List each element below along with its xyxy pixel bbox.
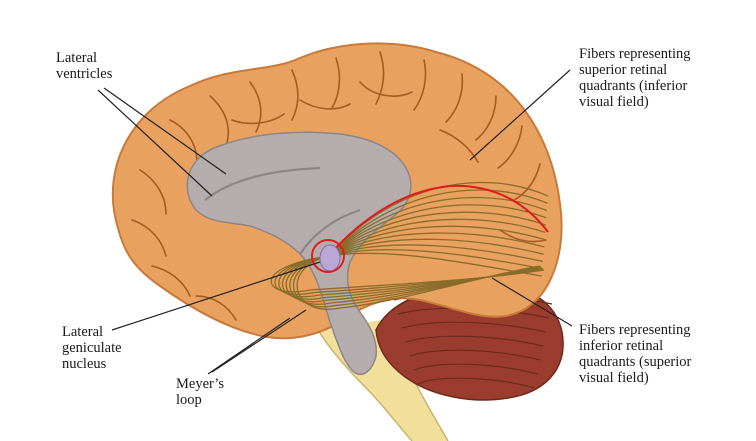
- optic-radiation-fiber: [329, 232, 545, 257]
- optic-radiation-fiber: [329, 244, 544, 263]
- leader-lgn: [111, 261, 321, 331]
- leader-superior-fibers: [469, 69, 571, 161]
- sulcus: [331, 57, 341, 109]
- leader-meyer-2: [211, 309, 307, 373]
- sulcus: [195, 295, 237, 321]
- sulcus: [299, 99, 351, 110]
- optic-radiation-fiber: [329, 238, 544, 257]
- sulcus: [131, 219, 167, 257]
- optic-radiation-fiber: [329, 204, 547, 257]
- sulcus: [249, 81, 262, 133]
- meyers-loop-fiber: [296, 255, 541, 310]
- leader-lines: [97, 69, 573, 375]
- cerebellum-folium: [413, 363, 538, 375]
- cerebellum-folium: [401, 321, 547, 333]
- cortical-sulci: [131, 51, 547, 321]
- leader-meyer-1: [207, 317, 291, 375]
- optic-radiation-fiber: [329, 249, 543, 270]
- sulcus: [445, 73, 464, 123]
- sulcus: [139, 169, 167, 215]
- cerebellum-folium: [405, 335, 544, 347]
- sulcus: [475, 95, 497, 141]
- sulcus: [499, 229, 547, 243]
- sulcus: [359, 81, 413, 97]
- leader-ventricles-2: [103, 87, 227, 175]
- sulcus: [151, 265, 191, 297]
- sulcus: [413, 59, 427, 111]
- sulcus: [291, 69, 299, 121]
- leader-inferior-fibers: [491, 277, 573, 327]
- optic-radiation-fiber: [329, 196, 548, 257]
- ventricle-shading: [204, 166, 361, 255]
- optic-radiation-fiber: [329, 189, 548, 257]
- highlighted-pathway: [329, 184, 549, 255]
- sulcus: [497, 125, 523, 169]
- optic-radiation-fibers: [270, 181, 549, 310]
- lgn-highlight-circle: [311, 239, 345, 273]
- label-inferior-retinal-fibers: Fibers representing inferior retinal qua…: [579, 322, 692, 386]
- sulcus: [513, 163, 541, 201]
- optic-radiation-fiber: [329, 218, 546, 257]
- label-lateral-ventricles: Lateral ventricles: [56, 50, 113, 82]
- sulcus: [439, 129, 479, 163]
- optic-radiation-fiber: [329, 225, 545, 257]
- cerebellum-folium: [409, 349, 541, 361]
- label-meyers-loop: Meyer’s loop: [176, 376, 225, 408]
- cerebellum-folium: [417, 377, 535, 389]
- optic-radiation-fiber: [329, 211, 547, 257]
- sulcus: [375, 51, 385, 105]
- label-lateral-geniculate-nucleus: Lateral geniculate nucleus: [62, 324, 122, 372]
- leader-ventricles-1: [97, 89, 213, 197]
- sulcus: [231, 113, 285, 125]
- lateral-geniculate-nucleus: [319, 244, 341, 272]
- label-superior-retinal-fibers: Fibers representing superior retinal qua…: [579, 46, 691, 110]
- sulcus: [209, 95, 230, 147]
